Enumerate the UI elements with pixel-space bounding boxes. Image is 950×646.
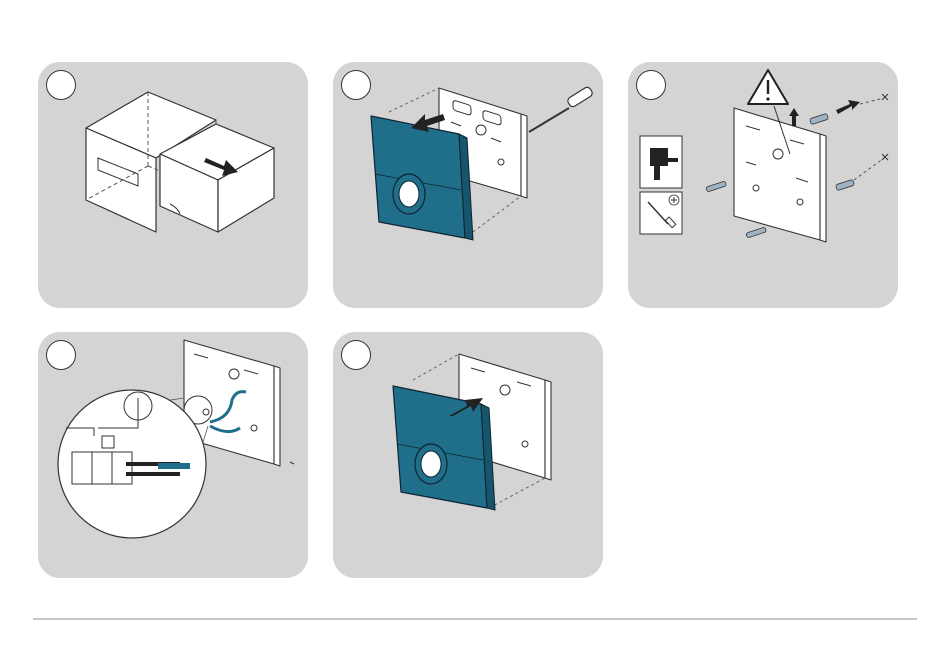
step-3-number-circle bbox=[636, 70, 666, 100]
step-5-panel bbox=[333, 332, 603, 578]
step-5-number-circle bbox=[341, 340, 371, 370]
warning-triangle-icon bbox=[748, 70, 788, 104]
step-2-panel bbox=[333, 62, 603, 308]
step-4-panel bbox=[38, 332, 308, 578]
step-1-panel bbox=[38, 62, 308, 308]
step-3-panel bbox=[628, 62, 898, 308]
footer-divider bbox=[33, 618, 917, 620]
step-4-number-circle bbox=[46, 340, 76, 370]
wall-mounting-illustration bbox=[628, 62, 898, 308]
unbox-illustration bbox=[38, 62, 308, 308]
screwdriver-plus-icon bbox=[640, 192, 682, 234]
remove-front-panel-illustration bbox=[333, 62, 603, 308]
step-1-number-circle bbox=[46, 70, 76, 100]
attach-front-panel-illustration bbox=[333, 332, 603, 578]
wiring-illustration bbox=[38, 332, 308, 578]
drill-icon bbox=[640, 136, 682, 188]
step-2-number-circle bbox=[341, 70, 371, 100]
